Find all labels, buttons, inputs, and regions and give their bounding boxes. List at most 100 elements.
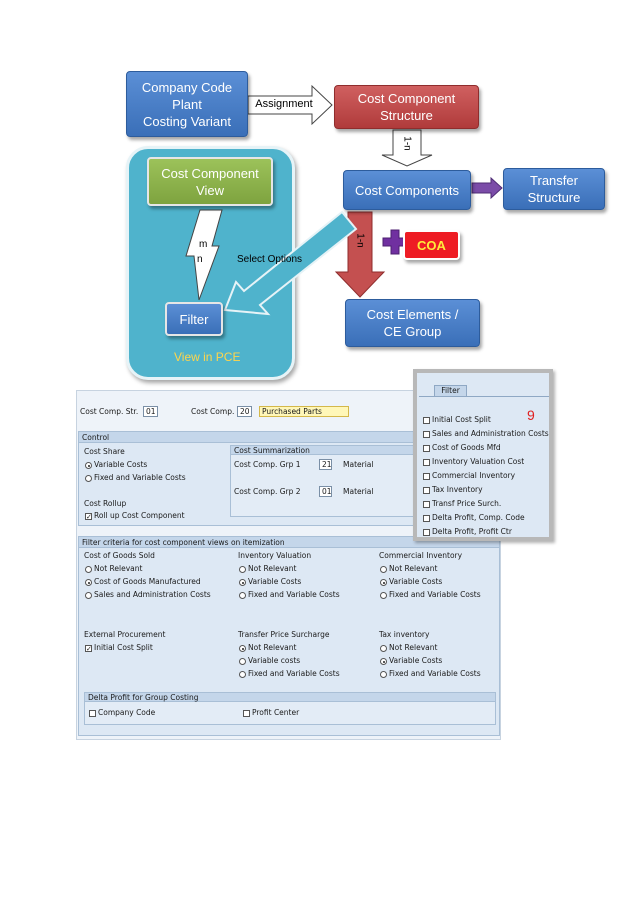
comm-inv-option-2: Fixed and Variable Costs — [389, 590, 481, 599]
cost-rollup-label: Cost Rollup — [84, 499, 127, 508]
filter-tab[interactable]: Filter — [434, 385, 467, 396]
filter-box: Filter — [165, 302, 223, 336]
cost-comp-label: Cost Comp. — [191, 407, 235, 416]
grp1-label: Cost Comp. Grp 1 — [234, 460, 301, 469]
transfer-price-label: Transfer Price Surcharge — [238, 630, 330, 639]
filter-item-label: Sales and Administration Costs — [432, 429, 549, 438]
tax-inv-label: Tax inventory — [379, 630, 430, 639]
cost-share-variable-label: Variable Costs — [94, 460, 148, 469]
transfer-price-radio-0[interactable] — [239, 645, 246, 652]
cogs-option-2: Sales and Administration Costs — [94, 590, 211, 599]
comm-inv-option-1: Variable Costs — [389, 577, 443, 586]
transfer-price-radio-2[interactable] — [239, 671, 246, 678]
company-code-box: Company Code Plant Costing Variant — [126, 71, 248, 137]
filter-criteria-title: Filter criteria for cost component views… — [79, 537, 499, 548]
diagram: Company Code Plant Costing Variant Assig… — [0, 0, 638, 385]
comm-inv-option-0: Not Relevant — [389, 564, 438, 573]
cost-comp-desc-field: Purchased Parts — [259, 406, 349, 417]
cost-share-label: Cost Share — [84, 447, 125, 456]
assignment-arrow — [247, 84, 333, 126]
tax-inv-radio-0[interactable] — [380, 645, 387, 652]
cost-component-view-box: Cost Component View — [147, 157, 273, 206]
view-in-pce-label: View in PCE — [174, 350, 241, 364]
grp2-label: Cost Comp. Grp 2 — [234, 487, 301, 496]
profit-center-label: Profit Center — [252, 708, 300, 717]
cogs-radio-1[interactable] — [85, 579, 92, 586]
comm-inv-radio-1[interactable] — [380, 579, 387, 586]
one-to-n-label-2: 1-n — [354, 233, 366, 248]
filter-popup: Filter 9 Initial Cost Split Sales and Ad… — [413, 369, 553, 541]
grp1-desc: Material — [343, 460, 374, 469]
down-arrow-1n — [381, 129, 433, 167]
cost-comp-str-label: Cost Comp. Str. — [80, 407, 139, 416]
filter-criteria-group: Filter criteria for cost component views… — [78, 536, 500, 736]
transfer-structure-box: Transfer Structure — [503, 168, 605, 210]
inv-val-option-2: Fixed and Variable Costs — [248, 590, 340, 599]
grp1-field[interactable]: 21 — [319, 459, 332, 470]
n-label: n — [197, 254, 203, 265]
tax-inv-option-0: Not Relevant — [389, 643, 438, 652]
filter-item-label: Inventory Valuation Cost — [432, 457, 525, 466]
tax-inv-radio-1[interactable] — [380, 658, 387, 665]
delta-profit-group: Delta Profit for Group Costing Company C… — [84, 692, 496, 725]
cost-summarization-group: Cost Summarization Cost Comp. Grp 1 21 M… — [230, 445, 417, 517]
inv-val-radio-2[interactable] — [239, 592, 246, 599]
inv-val-radio-1[interactable] — [239, 579, 246, 586]
delta-profit-title: Delta Profit for Group Costing — [85, 693, 495, 702]
assignment-label: Assignment — [255, 98, 313, 110]
cogs-radio-0[interactable] — [85, 566, 92, 573]
filter-item-label: Commercial Inventory — [432, 471, 516, 480]
filter-item-label: Delta Profit, Comp. Code — [432, 513, 525, 522]
profit-center-checkbox[interactable] — [243, 710, 250, 717]
cost-share-fixed-label: Fixed and Variable Costs — [94, 473, 186, 482]
select-options-label: Select Options — [237, 254, 303, 265]
filter-item-label: Delta Profit, Profit Ctr — [432, 527, 512, 536]
tax-inv-option-1: Variable Costs — [389, 656, 443, 665]
cogs-label: Cost of Goods Sold — [84, 551, 155, 560]
cost-comp-field[interactable]: 20 — [237, 406, 252, 417]
cost-summarization-title: Cost Summarization — [231, 446, 416, 455]
transfer-price-option-0: Not Relevant — [248, 643, 297, 652]
transfer-arrow — [471, 176, 503, 200]
coa-box: COA — [403, 230, 460, 260]
cogs-option-0: Not Relevant — [94, 564, 143, 573]
inv-val-radio-0[interactable] — [239, 566, 246, 573]
mn-arrow — [185, 209, 223, 301]
inv-val-label: Inventory Valuation — [238, 551, 312, 560]
transfer-price-radio-1[interactable] — [239, 658, 246, 665]
transfer-price-option-1: Variable costs — [248, 656, 301, 665]
m-label: m — [199, 239, 208, 250]
grp2-field[interactable]: 01 — [319, 486, 332, 497]
cost-share-fixed-radio[interactable] — [85, 475, 92, 482]
rollup-checkbox[interactable]: ✓ — [85, 513, 92, 521]
filter-item-label: Tax Inventory — [432, 485, 483, 494]
cost-elements-box: Cost Elements / CE Group — [345, 299, 480, 347]
ext-proc-label: External Procurement — [84, 630, 166, 639]
comm-inv-radio-2[interactable] — [380, 592, 387, 599]
filter-item-label: Cost of Goods Mfd — [432, 443, 501, 452]
tax-inv-option-2: Fixed and Variable Costs — [389, 669, 481, 678]
transfer-price-option-2: Fixed and Variable Costs — [248, 669, 340, 678]
comm-inv-radio-0[interactable] — [380, 566, 387, 573]
cost-share-variable-radio[interactable] — [85, 462, 92, 469]
cogs-option-1: Cost of Goods Manufactured — [94, 577, 201, 586]
one-to-n-label-1: 1-n — [401, 136, 413, 151]
comm-inv-label: Commercial Inventory — [379, 551, 463, 560]
company-code-checkbox[interactable] — [89, 710, 96, 717]
control-title: Control — [79, 432, 417, 443]
filter-count: 9 — [527, 407, 535, 423]
rollup-checkbox-label: Roll up Cost Component — [94, 511, 185, 520]
grp2-desc: Material — [343, 487, 374, 496]
initial-cost-split-checkbox[interactable]: ✓ — [85, 645, 92, 653]
cogs-radio-2[interactable] — [85, 592, 92, 599]
filter-item-label: Initial Cost Split — [432, 415, 491, 424]
inv-val-option-0: Not Relevant — [248, 564, 297, 573]
cost-components-box: Cost Components — [343, 170, 471, 210]
control-group: Control Cost Share Variable Costs Fixed … — [78, 431, 418, 526]
company-code-label: Company Code — [98, 708, 156, 717]
tax-inv-radio-2[interactable] — [380, 671, 387, 678]
inv-val-option-1: Variable Costs — [248, 577, 302, 586]
cost-component-structure-box: Cost Component Structure — [334, 85, 479, 129]
filter-tab-divider — [419, 396, 549, 397]
cost-comp-str-field[interactable]: 01 — [143, 406, 158, 417]
